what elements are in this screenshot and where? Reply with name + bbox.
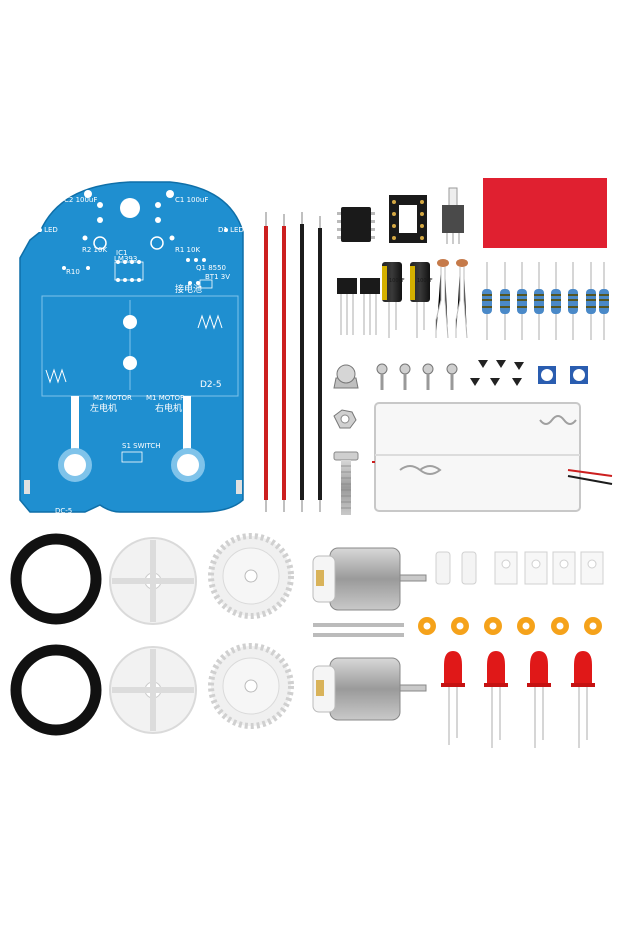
- photoresistor: [455, 259, 468, 339]
- hex-nut: [333, 409, 357, 429]
- pcb-label-right-motor: 右电机: [155, 402, 182, 414]
- pcb-label-left-motor: 左电机: [90, 402, 117, 414]
- wheel-hub: [109, 646, 197, 734]
- pcb-label-r10: R10: [66, 268, 80, 276]
- photoresistor: [435, 259, 449, 339]
- screw-set: [376, 363, 458, 390]
- dc-motor: [312, 657, 427, 721]
- pcb-board: C2 100uF C1 100uF D2 LED D1 LED R2 10K R…: [19, 181, 244, 515]
- washer-row: [418, 617, 602, 635]
- pcb-label-m2: M2 MOTOR: [93, 394, 132, 402]
- pcb-label-d2: D2 LED: [32, 226, 58, 234]
- axle-rod: [313, 633, 404, 637]
- trim-potentiometer: [538, 366, 588, 384]
- pcb-label-switch: S1 SWITCH: [122, 442, 161, 450]
- wheel-slot: [71, 396, 79, 451]
- capacitor-label: 100uF: [417, 278, 433, 284]
- capacitor-label: 100uF: [389, 278, 405, 284]
- wheel-slot: [183, 396, 191, 451]
- electrolytic-capacitor: 100uF: [410, 262, 433, 338]
- pcb-label-battery: 接电池: [175, 283, 202, 295]
- transistor: [360, 278, 380, 335]
- pcb-board-id: D2-5: [200, 380, 222, 390]
- cap-nut: [333, 364, 359, 389]
- pcb-label-bt1: BT1 3V: [205, 273, 230, 281]
- ic-chip: [337, 207, 375, 242]
- gear: [208, 643, 294, 729]
- pcb-label-bottom: DC-5: [55, 507, 72, 515]
- rubber-tire: [10, 644, 102, 736]
- axle-rod: [313, 623, 404, 627]
- axle-hole: [171, 448, 205, 482]
- worm-gear: [435, 551, 477, 585]
- pcb-label-r1: R1 10K: [175, 246, 200, 254]
- pcb-label-q1: Q1 8550: [196, 264, 226, 272]
- axle-hole: [58, 448, 92, 482]
- pcb-label-d1: D1 LED: [218, 226, 244, 234]
- red-led: [441, 651, 465, 745]
- mount-hole: [123, 356, 137, 370]
- red-led: [527, 651, 551, 748]
- double-sided-tape: [483, 178, 607, 248]
- red-led: [571, 651, 595, 748]
- pcb-label-ic-part: LM393: [114, 255, 137, 263]
- motor-bracket: [494, 551, 604, 585]
- transistor: [337, 278, 357, 335]
- pcb-label-m1: M1 MOTOR: [146, 394, 185, 402]
- pcb-label-c1: C1 100uF: [175, 196, 208, 204]
- pcb-label-ic1: IC1: [116, 249, 127, 257]
- ic-socket: [389, 195, 427, 243]
- rubber-tire: [10, 533, 102, 625]
- slide-switch: [442, 187, 464, 244]
- gear: [208, 533, 294, 619]
- pcb-label-r2: R2 10K: [82, 246, 107, 254]
- long-bolt: [333, 451, 359, 515]
- red-led: [484, 651, 508, 748]
- dc-motor: [312, 547, 427, 611]
- wheel-hub: [109, 537, 197, 625]
- mount-hole: [123, 315, 137, 329]
- electrolytic-capacitor: 100uF: [382, 262, 405, 338]
- black-screws: [470, 360, 524, 386]
- pcb-label-c2: C2 100uF: [64, 196, 97, 204]
- resistor-row: [482, 262, 609, 340]
- jumper-wires: [264, 212, 322, 512]
- mount-hole: [120, 198, 140, 218]
- battery-holder: [372, 402, 613, 512]
